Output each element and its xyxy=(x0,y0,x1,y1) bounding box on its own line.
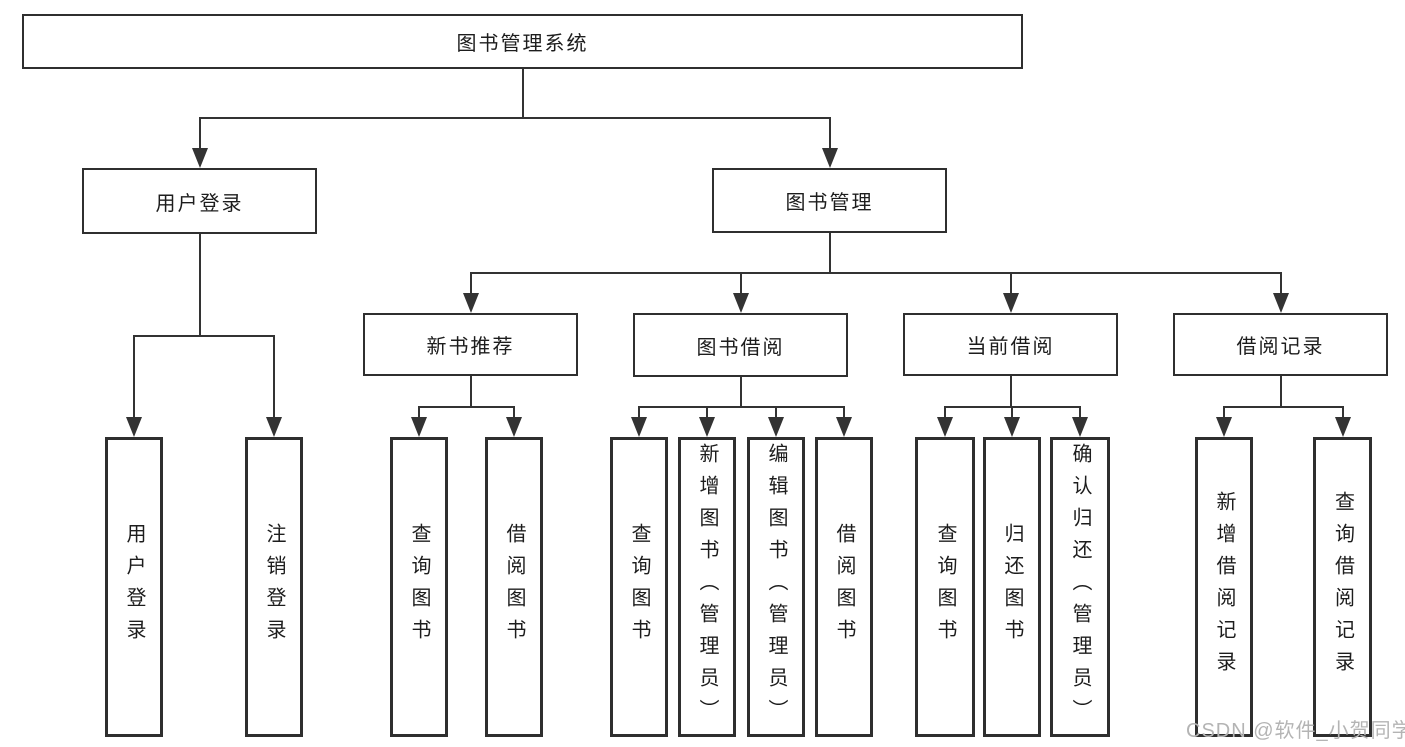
node-label-rc-add: 新增借阅记录 xyxy=(1213,491,1235,683)
node-label-bw-edit: 编辑图书（管理员） xyxy=(765,443,787,731)
node-label-nb-query: 查询图书 xyxy=(408,523,430,651)
csdn-watermark: CSDN @软件_小贺同学 xyxy=(1186,720,1405,742)
connector-drop-newbook xyxy=(470,273,472,295)
connector-drop-bw-add xyxy=(706,407,708,419)
connector-drop-bw-edit xyxy=(775,407,777,419)
connector-stem-root xyxy=(522,69,524,119)
node-nb-query: 查询图书 xyxy=(390,437,448,737)
connector-drop-nb-borrow xyxy=(513,407,515,419)
node-label-nb-borrow: 借阅图书 xyxy=(503,523,525,651)
node-bw-borrow: 借阅图书 xyxy=(815,437,873,737)
node-label-cu-return: 归还图书 xyxy=(1001,523,1023,651)
connector-stem-current xyxy=(1010,376,1012,408)
arrow-down-icon xyxy=(836,417,852,437)
arrow-down-icon xyxy=(506,417,522,437)
node-label-rc-query: 查询借阅记录 xyxy=(1331,491,1354,683)
connector-drop-login xyxy=(199,118,201,150)
node-borrow: 图书借阅 xyxy=(633,313,848,377)
node-label-bw-add: 新增图书（管理员） xyxy=(696,443,718,731)
connector-drop-current xyxy=(1010,273,1012,295)
node-label-borrow: 图书借阅 xyxy=(696,336,785,359)
connector-bus-records xyxy=(1223,406,1344,408)
node-label-u-logout: 注销登录 xyxy=(263,523,285,651)
node-cu-return: 归还图书 xyxy=(983,437,1041,737)
connector-bus-newbook xyxy=(418,406,515,408)
connector-drop-bw-query xyxy=(638,407,640,419)
node-u-login: 用户登录 xyxy=(105,437,163,737)
arrow-down-icon xyxy=(1004,417,1020,437)
connector-drop-mgmt xyxy=(829,118,831,150)
connector-bus-login xyxy=(133,335,275,337)
arrow-down-icon xyxy=(1003,293,1019,313)
node-records: 借阅记录 xyxy=(1173,313,1388,376)
connector-bus-root xyxy=(199,117,831,119)
connector-drop-cu-query xyxy=(944,407,946,419)
node-u-logout: 注销登录 xyxy=(245,437,303,737)
node-label-root: 图书管理系统 xyxy=(456,33,589,55)
node-label-bw-borrow: 借阅图书 xyxy=(833,523,855,651)
connector-drop-rc-add xyxy=(1223,407,1225,419)
node-nb-borrow: 借阅图书 xyxy=(485,437,543,737)
arrow-down-icon xyxy=(631,417,647,437)
connector-stem-newbook xyxy=(470,376,472,408)
arrow-down-icon xyxy=(937,417,953,437)
connector-stem-login xyxy=(199,234,201,337)
connector-stem-borrow xyxy=(740,377,742,408)
node-root: 图书管理系统 xyxy=(22,14,1023,69)
arrow-down-icon xyxy=(1072,417,1088,437)
arrow-down-icon xyxy=(768,417,784,437)
arrow-down-icon xyxy=(733,293,749,313)
node-cu-confirm: 确认归还（管理员） xyxy=(1050,437,1110,737)
connector-drop-records xyxy=(1280,273,1282,295)
arrow-down-icon xyxy=(266,417,282,437)
connector-stem-records xyxy=(1280,376,1282,408)
arrow-down-icon xyxy=(126,417,142,437)
arrow-down-icon xyxy=(1335,417,1351,437)
connector-drop-rc-query xyxy=(1342,407,1344,419)
node-bw-query: 查询图书 xyxy=(610,437,668,737)
node-label-login: 用户登录 xyxy=(155,192,244,215)
node-label-mgmt: 图书管理 xyxy=(785,192,874,214)
arrow-down-icon xyxy=(411,417,427,437)
connector-drop-borrow xyxy=(740,273,742,295)
node-label-cu-confirm: 确认归还（管理员） xyxy=(1069,443,1091,731)
arrow-down-icon xyxy=(1216,417,1232,437)
connector-drop-u-login xyxy=(133,336,135,419)
node-label-records: 借阅记录 xyxy=(1236,336,1325,358)
arrow-down-icon xyxy=(1273,293,1289,313)
node-rc-add: 新增借阅记录 xyxy=(1195,437,1253,737)
connector-bus-borrow xyxy=(638,406,845,408)
arrow-down-icon xyxy=(463,293,479,313)
node-cu-query: 查询图书 xyxy=(915,437,975,737)
connector-drop-cu-confirm xyxy=(1079,407,1081,419)
arrow-down-icon xyxy=(699,417,715,437)
node-rc-query: 查询借阅记录 xyxy=(1313,437,1372,737)
connector-stem-mgmt xyxy=(829,233,831,274)
connector-bus-mgmt xyxy=(470,272,1282,274)
node-login: 用户登录 xyxy=(82,168,317,234)
node-bw-add: 新增图书（管理员） xyxy=(678,437,736,737)
node-newbook: 新书推荐 xyxy=(363,313,578,376)
node-bw-edit: 编辑图书（管理员） xyxy=(747,437,805,737)
node-mgmt: 图书管理 xyxy=(712,168,947,233)
connector-drop-bw-borrow xyxy=(843,407,845,419)
node-label-cu-query: 查询图书 xyxy=(934,523,956,651)
connector-drop-u-logout xyxy=(273,336,275,419)
connector-drop-nb-query xyxy=(418,407,420,419)
node-label-u-login: 用户登录 xyxy=(123,523,145,651)
arrow-down-icon xyxy=(822,148,838,168)
connector-drop-cu-return xyxy=(1011,407,1013,419)
arrow-down-icon xyxy=(192,148,208,168)
node-label-bw-query: 查询图书 xyxy=(628,523,650,651)
node-label-newbook: 新书推荐 xyxy=(426,336,515,358)
node-current: 当前借阅 xyxy=(903,313,1118,376)
node-label-current: 当前借阅 xyxy=(966,336,1055,358)
